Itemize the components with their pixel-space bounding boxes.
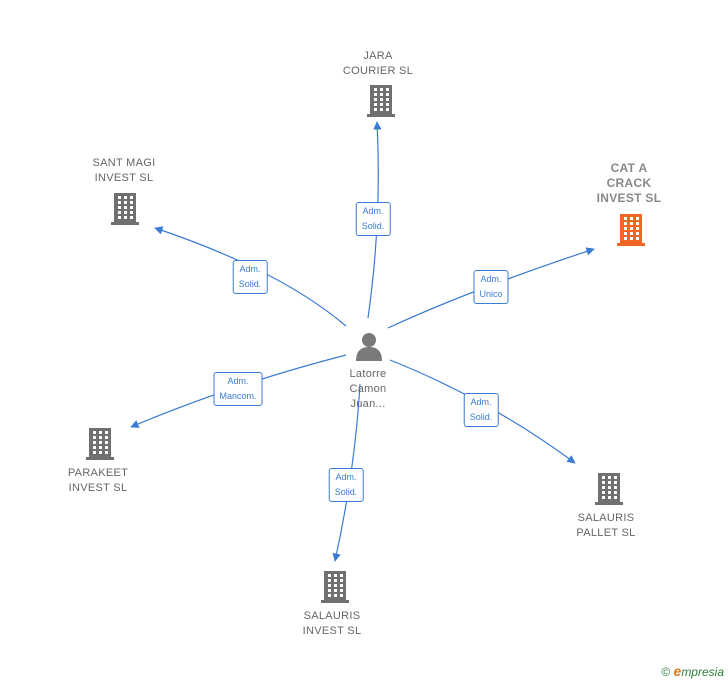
footer-brand[interactable]: © empresia (661, 663, 724, 679)
brand-logo-e: e (673, 663, 682, 679)
company-name-line: SALAURIS (577, 512, 635, 524)
role-line: Mancom. (219, 391, 257, 401)
edge-role-label: Adm. Mancom. (213, 372, 263, 406)
role-line: Solid. (469, 412, 493, 422)
brand-logo-text: mpresia (681, 665, 724, 679)
role-line: Adm. (227, 376, 249, 386)
building-icon[interactable] (109, 192, 141, 231)
company-name-line: INVEST SL (596, 191, 662, 205)
copyright-symbol: © (661, 665, 671, 679)
building-icon[interactable] (319, 570, 351, 609)
center-person-label[interactable]: Latorre Camon Juan... (350, 367, 387, 412)
person-icon[interactable] (354, 332, 384, 367)
company-name-line: INVEST SL (94, 172, 154, 184)
company-label-salaurispallet[interactable]: SALAURIS PALLET SL (576, 511, 635, 541)
center-name-line: Juan... (350, 398, 386, 410)
edge-role-label: Adm. Unico (473, 270, 509, 304)
role-line: Unico (479, 289, 503, 299)
company-label-parakeet[interactable]: PARAKEET INVEST SL (68, 466, 128, 496)
building-icon[interactable] (615, 213, 647, 252)
building-icon[interactable] (593, 472, 625, 511)
company-name-line: SANT MAGI (92, 157, 156, 169)
company-name-line: PARAKEET (67, 467, 129, 479)
role-line: Adm. (239, 264, 261, 274)
company-label-catacrack[interactable]: CAT A CRACK INVEST SL (597, 161, 662, 206)
company-label-jara[interactable]: JARA COURIER SL (343, 49, 413, 79)
role-line: Adm. (480, 274, 502, 284)
company-name-line: JARA (363, 50, 393, 62)
edge-role-label: Adm. Solid. (232, 260, 268, 294)
role-line: Adm. (362, 206, 384, 216)
company-label-salaurisinvest[interactable]: SALAURIS INVEST SL (303, 609, 362, 639)
building-icon[interactable] (365, 84, 397, 123)
company-name-line: INVEST SL (68, 482, 128, 494)
edge-role-label: Adm. Solid. (355, 202, 391, 236)
edge-role-label: Adm. Solid. (463, 393, 499, 427)
company-name-line: CAT A (610, 161, 648, 175)
company-label-santmagi[interactable]: SANT MAGI INVEST SL (92, 156, 155, 186)
company-name-line: INVEST SL (302, 625, 362, 637)
company-name-line: CRACK (606, 176, 652, 190)
company-name-line: SALAURIS (303, 610, 361, 622)
building-icon[interactable] (84, 427, 116, 466)
company-name-line: PALLET SL (576, 527, 636, 539)
edge-role-label: Adm. Solid. (328, 468, 364, 502)
role-line: Adm. (470, 397, 492, 407)
role-line: Solid. (238, 279, 262, 289)
center-name-line: Latorre (349, 368, 387, 380)
center-name-line: Camon (349, 383, 387, 395)
role-line: Adm. (335, 472, 357, 482)
company-name-line: COURIER SL (342, 65, 414, 77)
role-line: Solid. (334, 487, 358, 497)
role-line: Solid. (361, 221, 385, 231)
